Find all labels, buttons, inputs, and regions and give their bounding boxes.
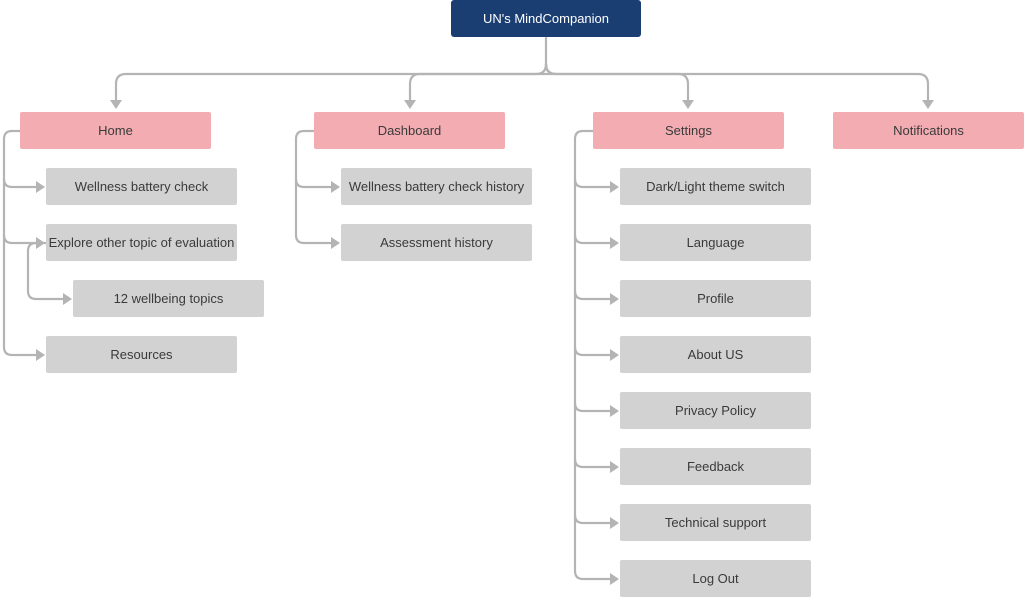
- connector-settings-privacy: [573, 401, 614, 413]
- assessment-history-node: Assessment history: [341, 224, 532, 261]
- arrow-right-icon: [63, 293, 72, 305]
- arrow-right-icon: [36, 349, 45, 361]
- arrow-right-icon: [610, 237, 619, 249]
- feedback-node: Feedback: [620, 448, 811, 485]
- arrow-right-icon: [610, 293, 619, 305]
- arrow-right-icon: [331, 181, 340, 193]
- arrow-right-icon: [610, 573, 619, 585]
- arrow-down-icon: [404, 100, 416, 109]
- arrow-down-icon: [682, 100, 694, 109]
- connector-settings-spine: [573, 129, 614, 581]
- log-out-node: Log Out: [620, 560, 811, 597]
- technical-support-node: Technical support: [620, 504, 811, 541]
- explore-topics-node: Explore other topic of evaluation: [46, 224, 237, 261]
- connector-settings-profile: [573, 289, 614, 301]
- about-us-node: About US: [620, 336, 811, 373]
- arrow-right-icon: [610, 461, 619, 473]
- dashboard-node: Dashboard: [314, 112, 505, 149]
- resources-node: Resources: [46, 336, 237, 373]
- settings-node: Settings: [593, 112, 784, 149]
- arrow-right-icon: [36, 181, 45, 193]
- root-node: UN's MindCompanion: [451, 0, 641, 37]
- wellbeing-topics-node: 12 wellbeing topics: [73, 280, 264, 317]
- connector-explore-topics: [26, 241, 67, 301]
- connector-root-dashboard: [408, 62, 558, 103]
- theme-switch-node: Dark/Light theme switch: [620, 168, 811, 205]
- arrow-right-icon: [610, 349, 619, 361]
- connector-home-explore: [2, 233, 40, 245]
- connector-home-wellness: [2, 177, 40, 189]
- connector-settings-about: [573, 345, 614, 357]
- arrow-right-icon: [610, 517, 619, 529]
- connector-settings-feedback: [573, 457, 614, 469]
- home-node: Home: [20, 112, 211, 149]
- check-history-node: Wellness battery check history: [341, 168, 532, 205]
- connector-settings-theme: [573, 177, 614, 189]
- connector-root-settings: [544, 62, 690, 103]
- arrow-right-icon: [610, 181, 619, 193]
- notifications-node: Notifications: [833, 112, 1024, 149]
- connector-settings-support: [573, 513, 614, 525]
- arrow-down-icon: [922, 100, 934, 109]
- connector-root-notifications: [544, 62, 930, 103]
- privacy-policy-node: Privacy Policy: [620, 392, 811, 429]
- profile-node: Profile: [620, 280, 811, 317]
- arrow-right-icon: [331, 237, 340, 249]
- arrow-right-icon: [36, 237, 45, 249]
- connector-dashboard-history: [294, 177, 335, 189]
- connector-dashboard-spine: [294, 129, 335, 245]
- wellness-battery-check-node: Wellness battery check: [46, 168, 237, 205]
- arrow-down-icon: [110, 100, 122, 109]
- connector-settings-language: [573, 233, 614, 245]
- connector-home-spine: [2, 129, 40, 357]
- arrow-right-icon: [610, 405, 619, 417]
- language-node: Language: [620, 224, 811, 261]
- connector-root-home: [114, 36, 548, 103]
